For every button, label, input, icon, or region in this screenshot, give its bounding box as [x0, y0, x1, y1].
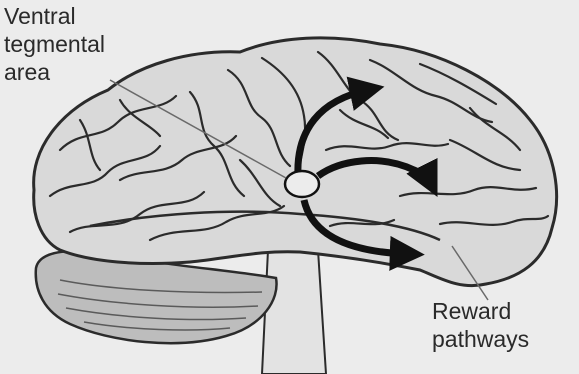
reward-label-line-2: pathways — [432, 326, 529, 352]
vta-label-line-3: area — [4, 59, 50, 85]
vta-label: Ventral tegmental area — [4, 3, 111, 85]
vta-label-line-1: Ventral — [4, 3, 76, 29]
vta-circle — [285, 171, 319, 197]
reward-label-line-1: Reward — [432, 298, 511, 324]
vta-label-line-2: tegmental — [4, 31, 105, 57]
brain-stem — [262, 250, 326, 374]
reward-label: Reward pathways — [432, 298, 529, 352]
